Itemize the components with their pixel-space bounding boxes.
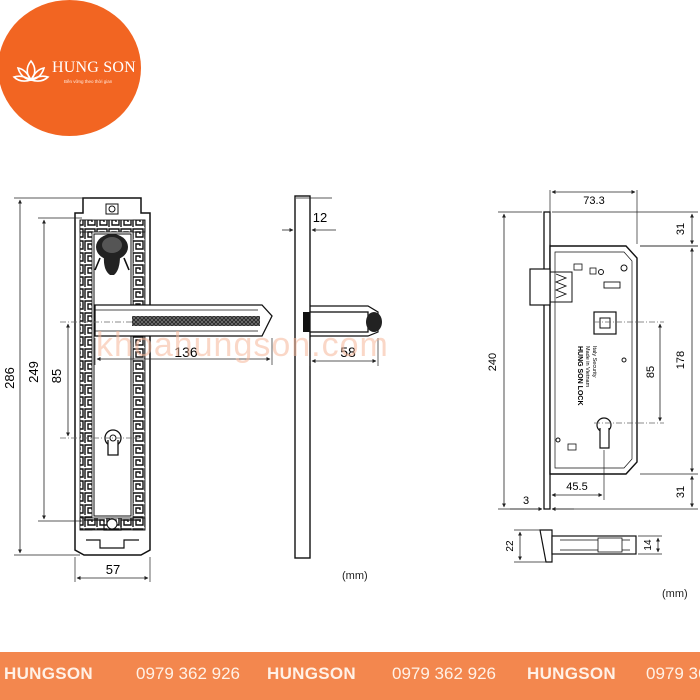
brand-logo: HUNG SON Bền vững theo thời gian xyxy=(0,0,141,136)
lock-security-text: Italy Security xyxy=(591,346,597,378)
greek-border-top xyxy=(79,219,146,233)
dim-handle-projection: 58 xyxy=(309,338,379,366)
faceplate xyxy=(543,211,551,510)
dim-handle-height: 286 xyxy=(2,197,90,556)
dim-22-label: 22 xyxy=(505,540,516,552)
dim-14-label: 14 xyxy=(643,539,654,551)
dim-57-label: 57 xyxy=(106,562,120,577)
bottom-ornament xyxy=(84,519,141,549)
dim-85-label: 85 xyxy=(49,369,64,383)
dim-backset: 45.5 xyxy=(551,450,605,500)
dim-case-top-offset: 31 xyxy=(552,211,698,247)
footer-phone: 0979 362 926 xyxy=(136,664,240,683)
dim-31-bottom-label: 31 xyxy=(675,486,687,498)
dim-plate-width: 57 xyxy=(74,557,151,582)
cylinder-hole-icon xyxy=(596,417,612,449)
dim-3-label: 3 xyxy=(523,495,529,507)
latch-body xyxy=(551,535,637,555)
dim-136-label: 136 xyxy=(174,344,198,360)
dim-handle-length: 136 xyxy=(94,338,273,365)
unit-label-right: (mm) xyxy=(662,588,688,600)
dim-case-height: 240 xyxy=(487,211,542,510)
dim-73-3-label: 73.3 xyxy=(583,195,604,207)
dim-178-label: 178 xyxy=(675,351,687,369)
lock-case xyxy=(549,245,638,475)
lever-knurl xyxy=(132,316,260,326)
lock-brand-text: HUNG SON LOCK xyxy=(576,346,583,406)
side-plate xyxy=(294,195,311,559)
dim-31-top-label: 31 xyxy=(675,223,687,235)
dim-lock-center-distance: 85 xyxy=(645,323,662,422)
front-view xyxy=(60,197,273,556)
dim-faceplate-thickness: 3 xyxy=(510,495,574,511)
logo-name: HUNG SON xyxy=(52,59,136,76)
dim-249-label: 249 xyxy=(26,361,41,383)
unit-label-left: (mm) xyxy=(342,570,368,582)
footer-brand: HUNGSON xyxy=(267,664,356,683)
greek-border-left xyxy=(79,219,93,531)
keyhole-icon xyxy=(104,429,122,456)
dim-case-width: 73.3 xyxy=(549,190,638,244)
watermark-text: khoahungson.com xyxy=(96,326,389,364)
lock-body-view: HUNG SON LOCK Made in Vietnam Italy Secu… xyxy=(529,211,664,510)
footer-banner: HUNGSON 0979 362 926 HUNGSON 0979 362 92… xyxy=(0,652,700,700)
logo-circle xyxy=(0,0,141,136)
footer-phone: 0979 36 xyxy=(646,664,700,683)
lock-origin-text: Made in Vietnam xyxy=(584,346,590,388)
elephant-ornament xyxy=(94,234,130,275)
dim-286-label: 286 xyxy=(2,367,17,389)
dim-case-bottom-offset: 31 xyxy=(552,475,698,510)
dim-240-label: 240 xyxy=(487,353,499,371)
latch-faceplate xyxy=(539,529,553,563)
lotus-icon xyxy=(12,59,50,82)
footer-brand: HUNGSON xyxy=(4,664,93,683)
dim-12-label: 12 xyxy=(313,210,327,225)
greek-border-right xyxy=(132,219,146,531)
dim-58-label: 58 xyxy=(340,344,356,360)
logo-tagline: Bền vững theo thời gian xyxy=(64,79,113,84)
side-view: 12 xyxy=(282,195,382,559)
side-rose xyxy=(366,312,382,332)
footer-phone: 0979 362 926 xyxy=(392,664,496,683)
dim-85-lock-label: 85 xyxy=(645,366,657,378)
latch-detail-view: 22 14 xyxy=(505,529,662,563)
dim-faceplate-height: 178 xyxy=(640,245,698,475)
dim-45-5-label: 45.5 xyxy=(566,481,587,493)
dim-rose-height: 249 xyxy=(26,217,82,522)
top-screw xyxy=(105,203,119,215)
footer-brand: HUNGSON xyxy=(527,664,616,683)
inner-panel xyxy=(93,233,132,517)
latch-bolt xyxy=(529,268,551,306)
dim-center-distance: 85 xyxy=(49,323,70,437)
